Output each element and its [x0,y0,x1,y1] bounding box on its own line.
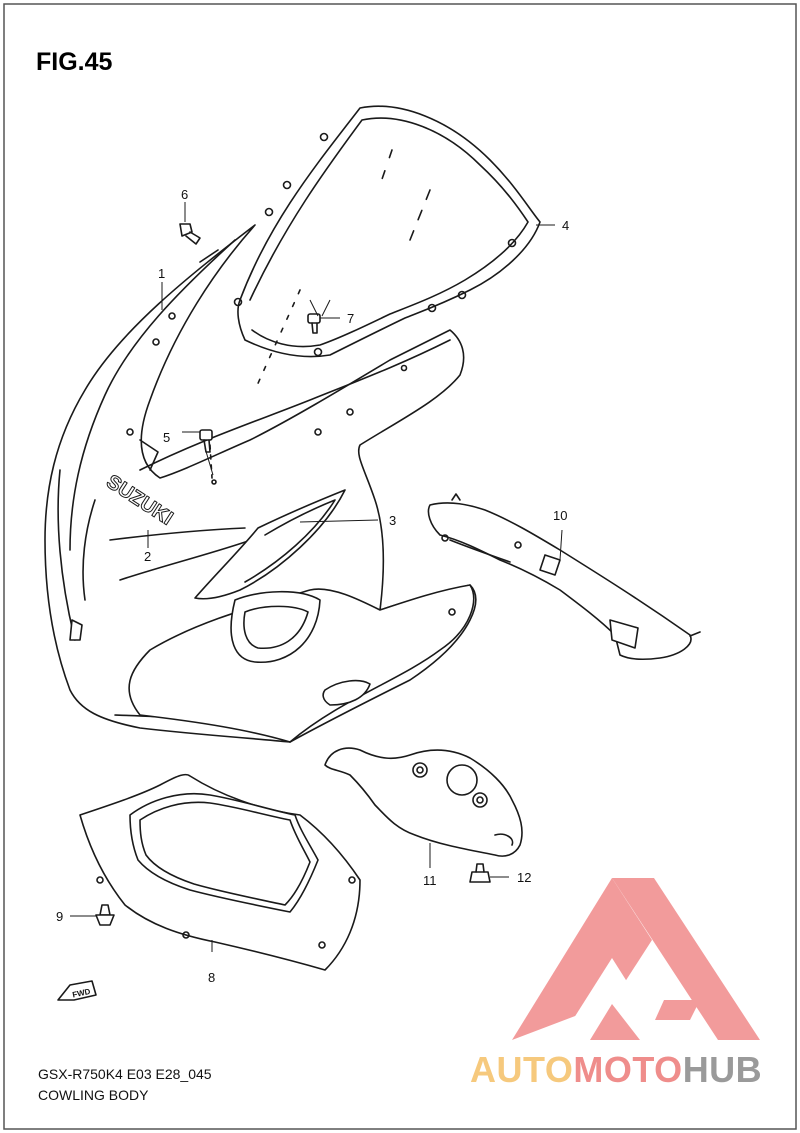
callout-12: 12 [517,870,531,885]
watermark-auto: AUTO [470,1049,574,1090]
leader-lines [70,202,563,952]
fastener-6-screw [179,223,201,245]
model-code: GSX-R750K4 E03 E28_045 [38,1066,212,1082]
bracket-part [324,747,523,857]
watermark-hub: HUB [682,1049,763,1090]
fwd-label: FWD [72,987,92,1000]
fastener-5-screw [199,429,213,453]
callout-10: 10 [553,508,567,523]
fwd-arrow: FWD [57,980,97,1001]
fastener-12-nut [469,863,491,883]
callout-2: 2 [144,549,151,564]
callout-7: 7 [347,311,354,326]
callout-5: 5 [163,430,170,445]
watermark-text: AUTOMOTOHUB [470,1049,762,1091]
figure-title: FIG.45 [36,48,113,76]
upper-cowling-part: SUZUKI [44,224,477,743]
callout-3: 3 [389,513,396,528]
callout-6: 6 [181,187,188,202]
fastener-9-clip [95,904,115,926]
section-name: COWLING BODY [38,1087,149,1103]
side-panel-part [194,489,346,600]
callout-9: 9 [56,909,63,924]
callout-1: 1 [158,266,165,281]
watermark-moto: MOTO [573,1049,683,1090]
windscreen-part [233,105,541,391]
callout-4: 4 [562,218,569,233]
watermark-logo [512,878,760,1040]
callout-11: 11 [423,873,437,888]
page-frame [3,3,797,1130]
inner-cover-part [427,493,701,661]
lower-cowling-part [79,773,361,971]
callout-8: 8 [208,970,215,985]
